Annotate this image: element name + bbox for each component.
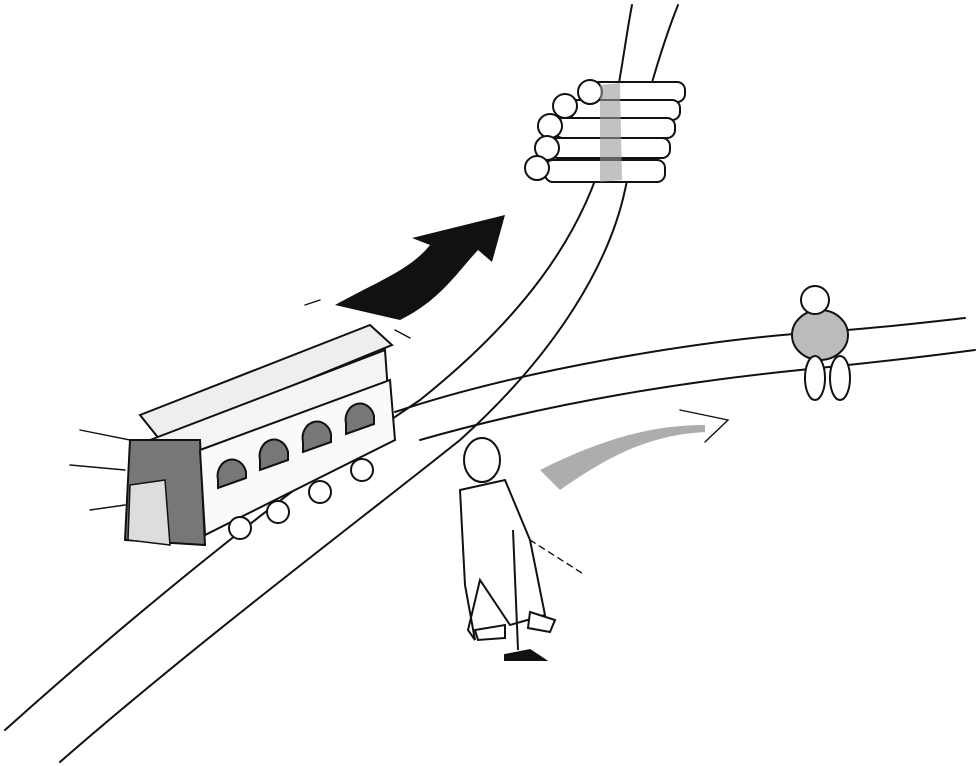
five-people bbox=[524, 79, 686, 183]
one-person bbox=[791, 285, 851, 401]
lever-man bbox=[458, 437, 586, 661]
side-track bbox=[394, 317, 976, 441]
trolley bbox=[69, 299, 411, 547]
direction-arrow bbox=[335, 215, 505, 320]
switch-arrow bbox=[540, 409, 730, 490]
